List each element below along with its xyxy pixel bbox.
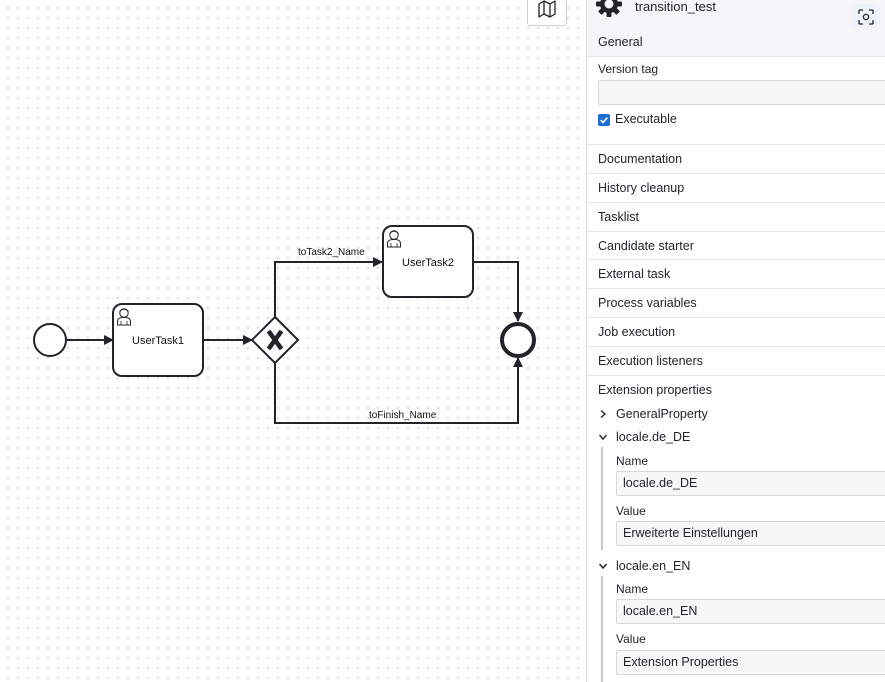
group-title: Process variables <box>598 296 697 310</box>
group-process-variables[interactable]: Process variables <box>587 289 885 318</box>
group-title: External task <box>598 267 671 281</box>
group-title: History cleanup <box>598 181 685 195</box>
sequence-flow-task2-to-end[interactable] <box>473 261 523 322</box>
map-icon <box>538 0 556 18</box>
bpmn-diagram: toTask2_Name toFinish_Name UserTask1 Use… <box>33 225 536 424</box>
ext-en-value-label: Value <box>616 632 646 646</box>
user-icon <box>387 230 401 248</box>
user-icon <box>117 308 131 326</box>
process-name: transition_test <box>635 0 716 14</box>
group-extension-properties-title: Extension properties <box>598 383 712 397</box>
flow-label-to-finish: toFinish_Name <box>369 410 437 421</box>
version-tag-label: Version tag <box>598 62 659 76</box>
group-title: Job execution <box>598 325 676 339</box>
user-task-1-label: UserTask1 <box>132 335 184 347</box>
nesting-line <box>601 447 603 550</box>
divider <box>587 144 885 145</box>
executable-checkbox[interactable] <box>598 114 610 126</box>
end-event[interactable] <box>500 322 536 358</box>
nesting-line <box>601 576 603 682</box>
checkmark-icon <box>600 117 608 124</box>
chevron-right-icon[interactable] <box>598 409 608 419</box>
sequence-flow-to-finish[interactable] <box>274 357 523 424</box>
ext-en-value-input[interactable]: Extension Properties <box>616 650 885 675</box>
x-marker-icon <box>266 329 284 351</box>
chevron-down-icon[interactable] <box>598 432 608 442</box>
ext-de-value-label: Value <box>616 504 646 518</box>
ext-de-name-label: Name <box>616 454 649 468</box>
bpmn-canvas[interactable]: toTask2_Name toFinish_Name UserTask1 Use… <box>0 0 586 682</box>
flow-label-to-task2: toTask2_Name <box>298 247 365 258</box>
group-title: Tasklist <box>598 210 639 224</box>
chevron-down-icon[interactable] <box>598 561 608 571</box>
start-event[interactable] <box>33 323 67 357</box>
ext-de-name-input[interactable]: locale.de_DE <box>616 471 885 496</box>
group-history-cleanup[interactable]: History cleanup <box>587 174 885 203</box>
ext-de-value-input[interactable]: Erweiterte Einstellungen <box>616 521 885 546</box>
group-extension-properties[interactable]: Extension properties <box>587 376 885 404</box>
user-task-2-label: UserTask2 <box>402 257 454 269</box>
sequence-flow-to-task2[interactable] <box>274 257 383 317</box>
focus-icon <box>858 9 874 25</box>
ext-item-locale-de[interactable]: locale.de_DE <box>616 430 691 444</box>
gear-icon <box>596 0 622 17</box>
ext-en-name-input[interactable]: locale.en_EN <box>616 599 885 624</box>
ext-en-name-label: Name <box>616 582 649 596</box>
panel-header: transition_test <box>587 0 885 30</box>
group-tasklist[interactable]: Tasklist <box>587 203 885 232</box>
focus-button[interactable] <box>852 4 880 30</box>
group-general-title: General <box>598 35 643 49</box>
user-task-1[interactable] <box>112 303 204 377</box>
group-general[interactable]: General <box>587 29 885 57</box>
group-execution-listeners[interactable]: Execution listeners <box>587 347 885 376</box>
user-task-2[interactable] <box>382 225 474 298</box>
group-job-execution[interactable]: Job execution <box>587 318 885 347</box>
ext-item-locale-en[interactable]: locale.en_EN <box>616 559 691 573</box>
group-candidate-starter[interactable]: Candidate starter <box>587 232 885 260</box>
minimap-toggle-button[interactable] <box>527 0 567 26</box>
group-title: Documentation <box>598 152 683 166</box>
group-documentation[interactable]: Documentation <box>587 145 885 174</box>
group-external-task[interactable]: External task <box>587 260 885 289</box>
properties-panel: transition_test General Version tag Exec… <box>586 0 885 682</box>
executable-label: Executable <box>615 112 677 126</box>
ext-item-general-property[interactable]: GeneralProperty <box>616 407 708 421</box>
version-tag-input[interactable] <box>598 80 885 105</box>
group-title: Execution listeners <box>598 354 703 368</box>
group-title: Candidate starter <box>598 239 694 253</box>
